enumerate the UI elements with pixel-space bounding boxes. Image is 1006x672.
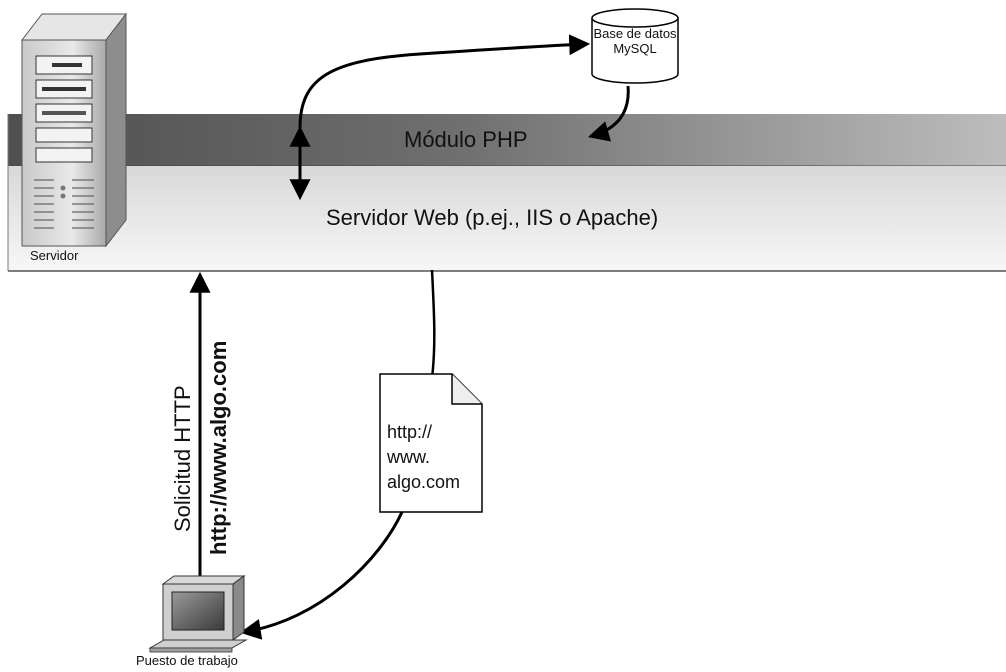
web-server-band [7,114,1006,272]
computer-monitor-icon [148,575,248,653]
php-module-band [8,114,1006,167]
web-server-label: Servidor Web (p.ej., IIS o Apache) [326,205,659,230]
workstation-label: Puesto de trabajo [136,653,238,668]
document-page-icon [379,373,483,513]
php-module-label: Módulo PHP [404,127,528,152]
server-label: Servidor [30,248,79,263]
database-label: Base de datos MySQL [593,26,677,56]
response-arrow [239,511,404,640]
php-to-database-arrow [298,34,591,129]
request-url-label: http://www.algo.com [206,340,231,555]
document-text: http:// www. algo.com [387,422,461,492]
server-tower-icon [20,12,128,248]
http-request-label: Solicitud HTTP [170,385,195,532]
database-to-php-arrow [587,85,630,142]
response-line [430,269,436,379]
database-cylinder-icon [591,8,679,84]
